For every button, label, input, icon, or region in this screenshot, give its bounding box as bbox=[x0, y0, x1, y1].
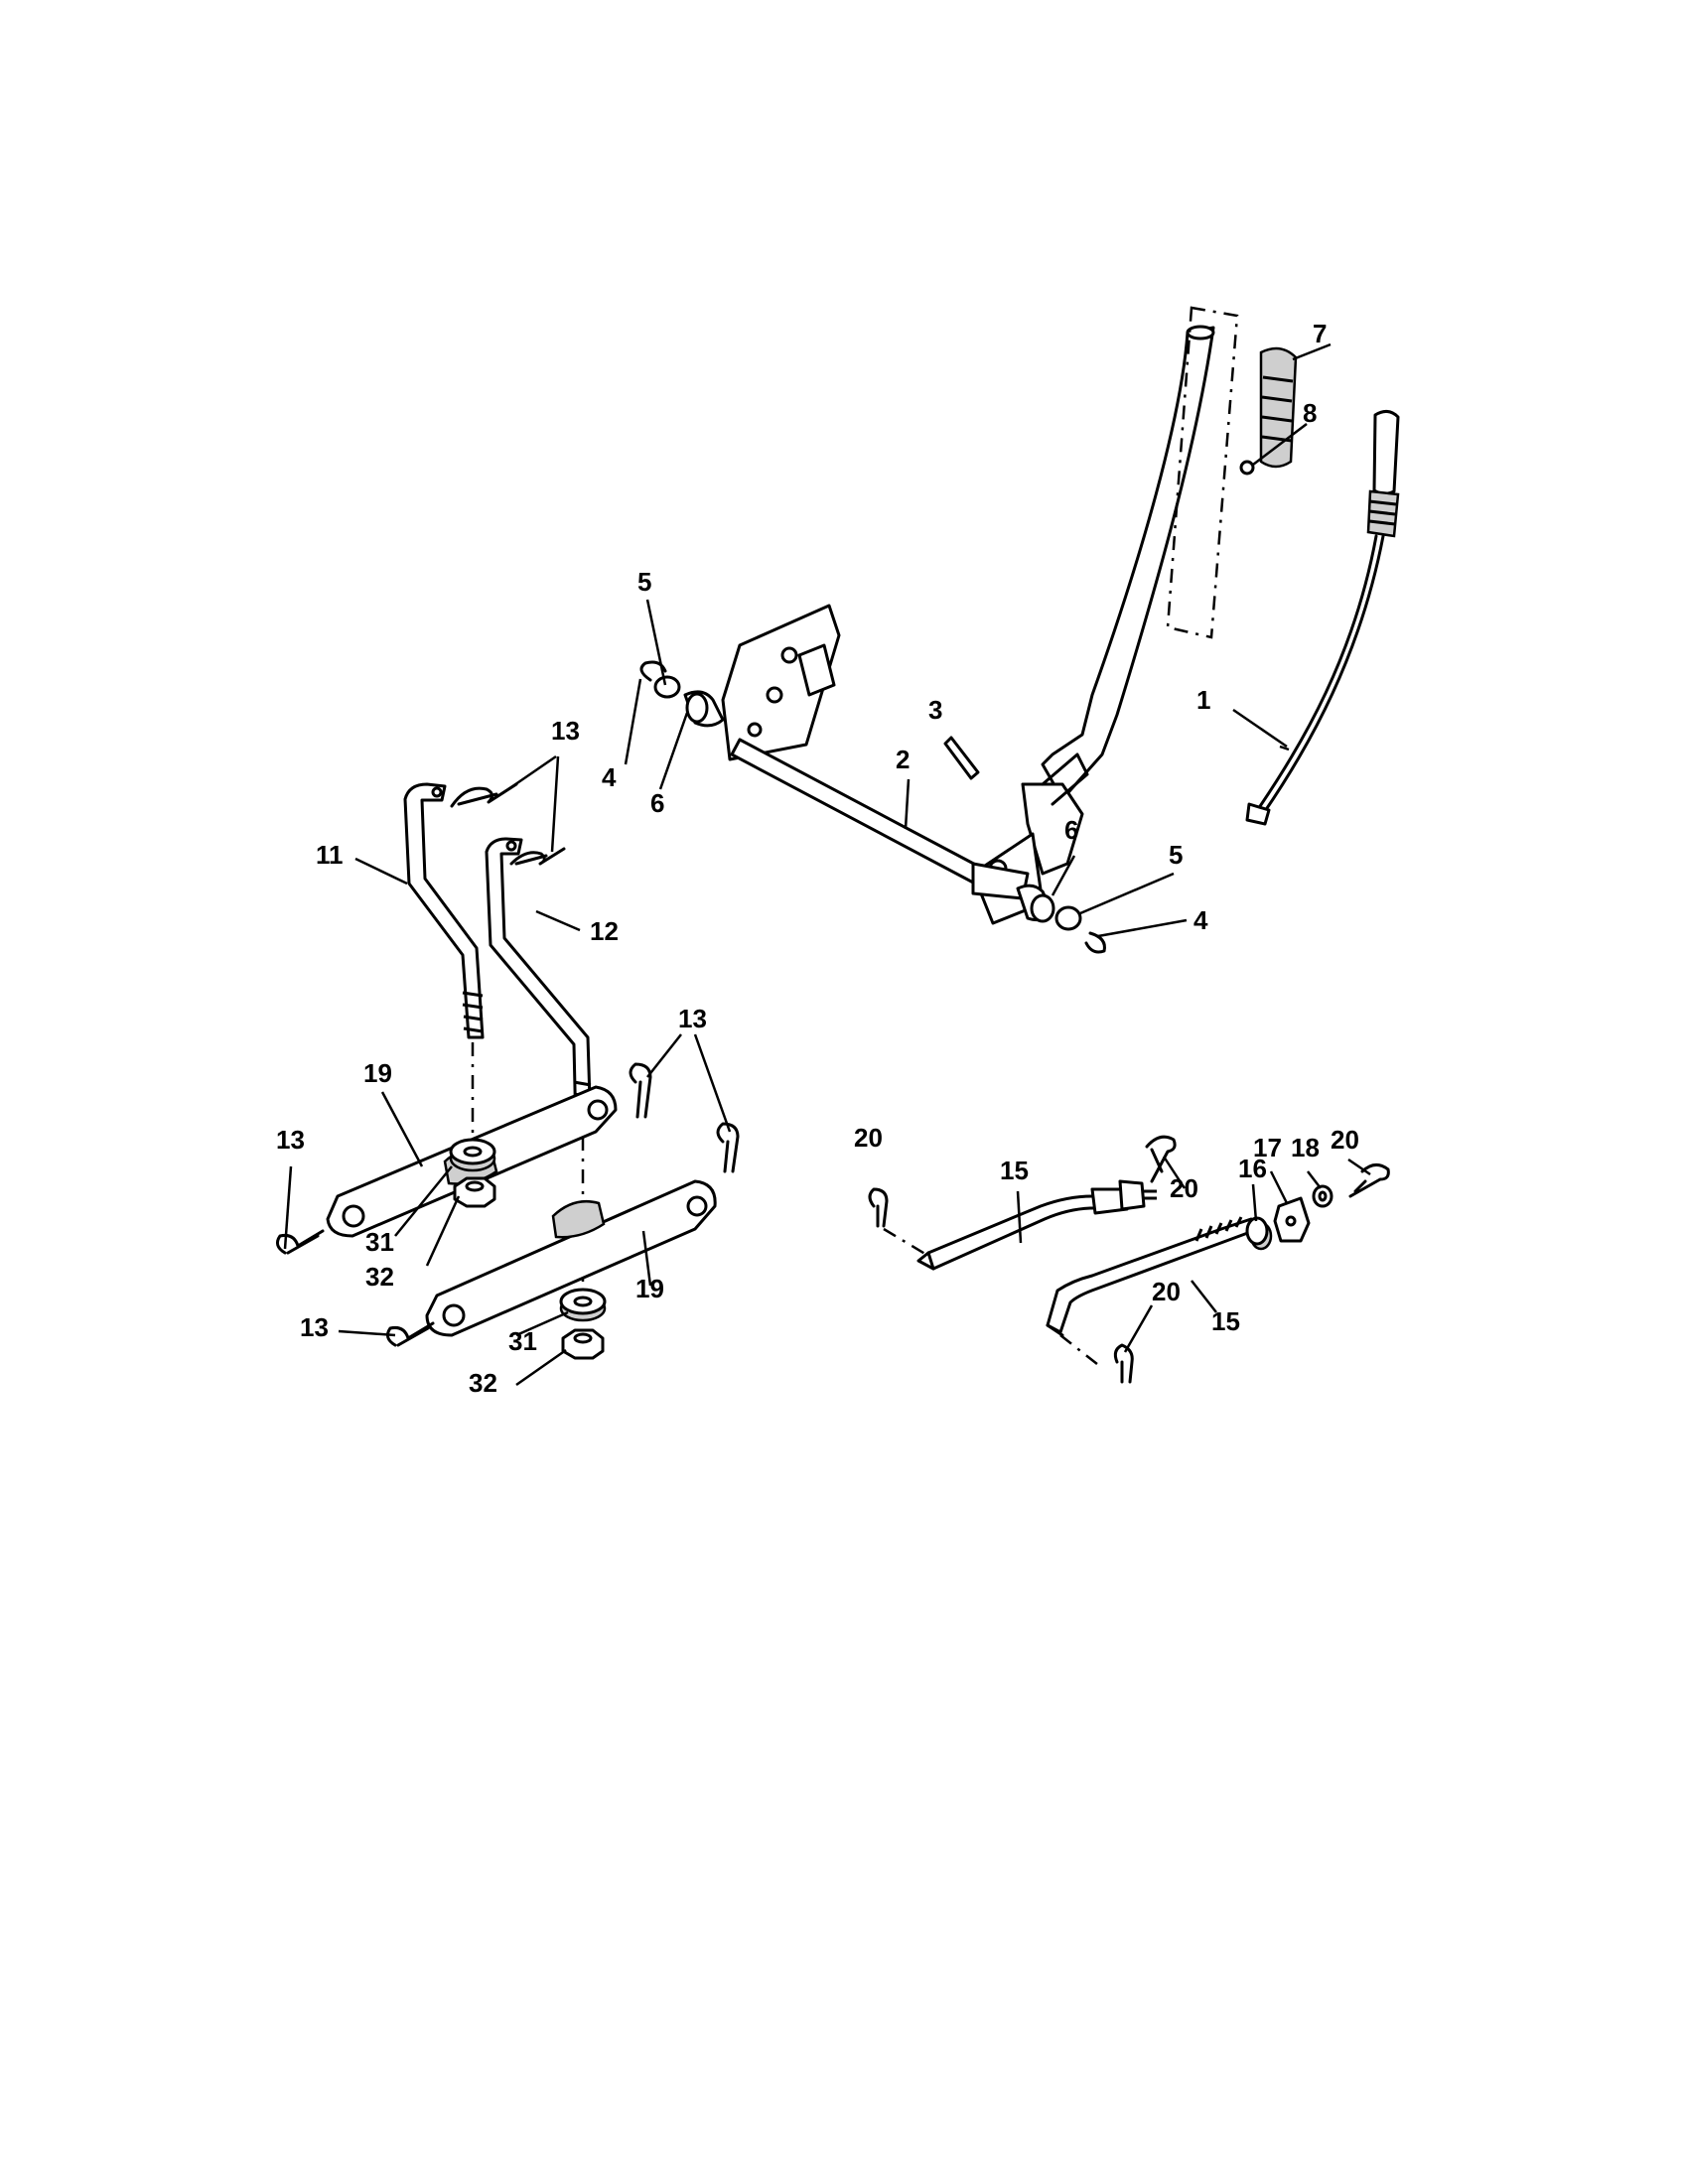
alignment-line bbox=[1166, 306, 1239, 639]
hairpin-clip bbox=[385, 1321, 435, 1347]
grip-button bbox=[1239, 460, 1255, 476]
callout-13-left: 13 bbox=[276, 1125, 305, 1155]
spacer-lower bbox=[559, 1288, 607, 1322]
hairpin-clip bbox=[275, 1229, 325, 1255]
bushing-left bbox=[683, 690, 725, 728]
callout-5-left: 5 bbox=[637, 567, 651, 597]
hairpin-clip bbox=[509, 847, 566, 866]
callout-13-right: 13 bbox=[678, 1004, 707, 1033]
bushing-right bbox=[1016, 884, 1055, 923]
callout-19-upper: 19 bbox=[363, 1058, 392, 1088]
lift-handle-grip bbox=[1259, 346, 1298, 469]
callout-4-left: 4 bbox=[602, 762, 617, 792]
spacer-upper bbox=[449, 1138, 496, 1172]
leader-lines bbox=[283, 342, 1371, 1387]
callout-20-left: 20 bbox=[854, 1123, 883, 1153]
lift-shaft-assembly bbox=[721, 604, 1030, 900]
callout-2: 2 bbox=[896, 745, 910, 774]
nut-lower bbox=[561, 1328, 605, 1360]
callout-5-right: 5 bbox=[1169, 840, 1183, 870]
callout-19-lower: 19 bbox=[635, 1274, 664, 1303]
lift-release-rod bbox=[1245, 410, 1400, 826]
alignment-line bbox=[883, 1227, 929, 1258]
callout-18: 18 bbox=[1291, 1133, 1320, 1162]
hairpin-clip bbox=[629, 1062, 652, 1119]
clevis-pin bbox=[943, 736, 980, 780]
lock-nut bbox=[1312, 1184, 1333, 1208]
callout-16: 16 bbox=[1238, 1154, 1267, 1183]
callout-15-lower: 15 bbox=[1211, 1306, 1240, 1336]
lift-link-left bbox=[403, 782, 485, 1039]
spacer-nut bbox=[1245, 1216, 1273, 1251]
hairpin-clip bbox=[1348, 1163, 1390, 1198]
callout-20-bottom: 20 bbox=[1152, 1277, 1181, 1306]
callout-13-bottom: 13 bbox=[300, 1312, 329, 1342]
callout-8: 8 bbox=[1303, 398, 1317, 428]
callout-13-top: 13 bbox=[551, 716, 580, 746]
callout-1: 1 bbox=[1196, 685, 1210, 715]
hairpin-clip bbox=[1113, 1343, 1134, 1384]
washer-left bbox=[653, 675, 681, 699]
hairpin-clip bbox=[1145, 1135, 1177, 1183]
hairpin-clip bbox=[450, 782, 518, 808]
nut-upper bbox=[453, 1176, 496, 1208]
callout-20-mid: 20 bbox=[1170, 1173, 1198, 1203]
trunnion-block bbox=[1273, 1196, 1311, 1243]
callout-11: 11 bbox=[316, 840, 344, 870]
callout-7: 7 bbox=[1313, 319, 1327, 348]
alignment-line bbox=[1059, 1334, 1103, 1369]
callout-31-lower: 31 bbox=[508, 1326, 537, 1356]
callout-32-lower: 32 bbox=[469, 1368, 497, 1398]
callout-32-upper: 32 bbox=[365, 1262, 394, 1292]
washer-right bbox=[1054, 905, 1082, 931]
callout-12: 12 bbox=[590, 916, 619, 946]
callout-31-upper: 31 bbox=[365, 1227, 394, 1257]
hairpin-clip bbox=[716, 1122, 740, 1173]
lift-arm-lower bbox=[425, 1179, 717, 1337]
callout-3: 3 bbox=[928, 695, 942, 725]
lift-link-right bbox=[485, 837, 593, 1134]
front-link-rod-upper bbox=[916, 1179, 1157, 1271]
callout-6-right: 6 bbox=[1064, 815, 1078, 845]
hairpin-clip bbox=[868, 1187, 889, 1228]
callout-20-right: 20 bbox=[1331, 1125, 1359, 1155]
lift-handle-assembly bbox=[971, 325, 1215, 925]
callout-15-upper: 15 bbox=[1000, 1156, 1029, 1185]
callout-17: 17 bbox=[1253, 1133, 1282, 1162]
callout-4-right: 4 bbox=[1193, 905, 1208, 935]
callout-6-left: 6 bbox=[650, 788, 664, 818]
